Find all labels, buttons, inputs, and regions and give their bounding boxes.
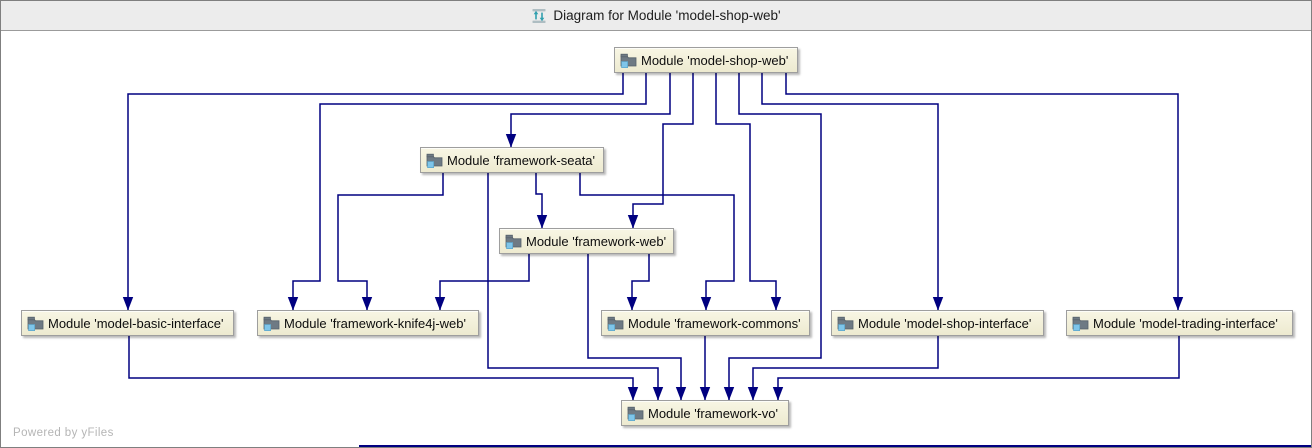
dependency-edge-model-shop-web-to-model-shop-interface[interactable] bbox=[761, 73, 944, 311]
dependency-edge-model-basic-interface-to-framework-vo[interactable] bbox=[128, 336, 639, 401]
module-node-framework-web[interactable]: Module 'framework-web' bbox=[499, 228, 674, 254]
window-title: Diagram for Module 'model-shop-web' bbox=[553, 8, 781, 23]
module-folder-icon bbox=[620, 53, 637, 68]
dependency-edge-framework-seata-to-framework-knife4j-web[interactable] bbox=[337, 173, 444, 311]
module-node-framework-seata[interactable]: Module 'framework-seata' bbox=[420, 147, 604, 173]
module-node-framework-commons[interactable]: Module 'framework-commons' bbox=[601, 310, 810, 336]
module-node-framework-knife4j-web[interactable]: Module 'framework-knife4j-web' bbox=[257, 310, 479, 336]
dependency-edge-model-shop-web-to-framework-knife4j-web[interactable] bbox=[287, 73, 647, 311]
diagram-icon bbox=[532, 8, 546, 23]
dependency-edge-model-shop-web-to-framework-vo[interactable] bbox=[723, 73, 822, 401]
dependency-edge-model-shop-interface-to-framework-vo[interactable] bbox=[747, 336, 939, 401]
module-folder-icon bbox=[27, 316, 44, 331]
module-folder-icon bbox=[1072, 316, 1089, 331]
dependency-edge-framework-seata-to-framework-vo[interactable] bbox=[487, 173, 664, 401]
module-folder-icon bbox=[426, 153, 443, 168]
module-node-label: Module 'framework-commons' bbox=[628, 315, 801, 331]
module-folder-icon bbox=[607, 316, 624, 331]
module-folder-icon bbox=[263, 316, 280, 331]
module-node-model-basic-interface[interactable]: Module 'model-basic-interface' bbox=[21, 310, 234, 336]
module-folder-icon bbox=[837, 316, 854, 331]
dependency-edge-model-shop-web-to-framework-seata[interactable] bbox=[505, 73, 671, 148]
dependency-edge-model-shop-web-to-model-basic-interface[interactable] bbox=[122, 73, 624, 311]
bottom-accent-line bbox=[359, 445, 1311, 447]
dependency-edge-framework-web-to-framework-commons[interactable] bbox=[626, 254, 650, 311]
dependency-edge-model-shop-web-to-model-trading-interface[interactable] bbox=[785, 73, 1184, 311]
dependency-edge-framework-seata-to-framework-web[interactable] bbox=[535, 173, 548, 229]
dependency-edge-model-shop-web-to-framework-web[interactable] bbox=[627, 73, 694, 229]
module-node-label: Module 'model-trading-interface' bbox=[1093, 315, 1278, 331]
dependency-edge-model-shop-web-to-framework-commons[interactable] bbox=[715, 73, 782, 311]
diagram-titlebar: Diagram for Module 'model-shop-web' bbox=[1, 1, 1311, 31]
dependency-edge-framework-web-to-framework-knife4j-web[interactable] bbox=[434, 254, 530, 311]
module-node-label: Module 'model-shop-interface' bbox=[858, 315, 1032, 331]
dependency-edge-model-trading-interface-to-framework-vo[interactable] bbox=[772, 336, 1180, 401]
module-node-model-shop-web[interactable]: Module 'model-shop-web' bbox=[614, 47, 798, 73]
module-node-label: Module 'framework-knife4j-web' bbox=[284, 315, 466, 331]
module-node-label: Module 'model-shop-web' bbox=[641, 52, 789, 68]
module-node-label: Module 'framework-seata' bbox=[447, 152, 596, 168]
powered-by-yfiles-label: Powered by yFiles bbox=[13, 427, 114, 439]
module-folder-icon bbox=[505, 234, 522, 249]
module-node-framework-vo[interactable]: Module 'framework-vo' bbox=[621, 400, 789, 426]
module-node-model-shop-interface[interactable]: Module 'model-shop-interface' bbox=[831, 310, 1044, 336]
module-node-label: Module 'framework-vo' bbox=[648, 405, 778, 421]
module-node-model-trading-interface[interactable]: Module 'model-trading-interface' bbox=[1066, 310, 1293, 336]
module-node-label: Module 'framework-web' bbox=[526, 233, 667, 249]
module-folder-icon bbox=[627, 406, 644, 421]
diagram-canvas: Powered by yFiles Module 'model-shop-web… bbox=[1, 31, 1311, 447]
module-node-label: Module 'model-basic-interface' bbox=[48, 315, 224, 331]
